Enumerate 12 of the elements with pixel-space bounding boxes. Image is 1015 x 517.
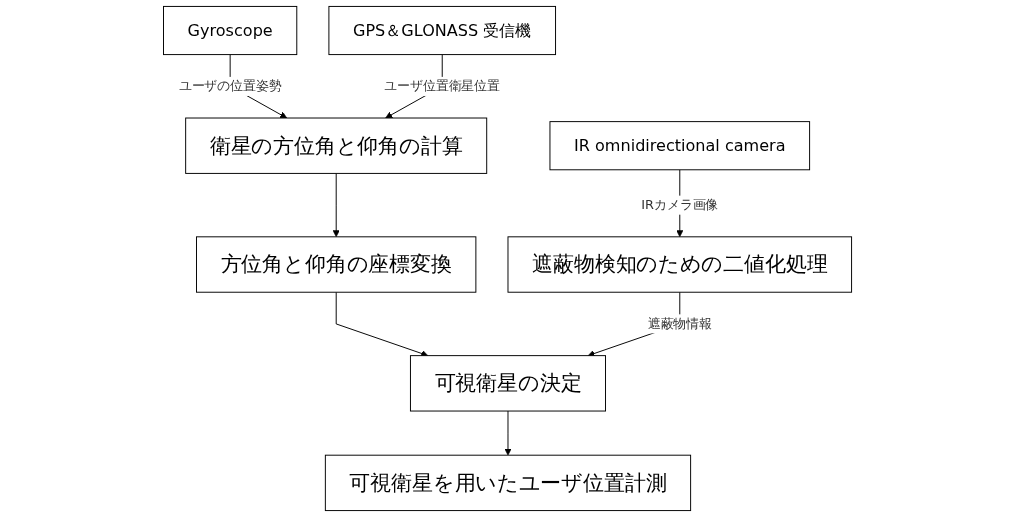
edge-label: 遮蔽物情報 [647, 315, 712, 332]
node-box: Gyroscope [163, 5, 298, 56]
node-box: 遮蔽物検知のための二値化処理 [507, 236, 852, 293]
node-box: 方位角と仰角の座標変換 [195, 236, 477, 293]
node-box: 可視衛星の決定 [409, 355, 606, 412]
edge-label: IRカメラ画像 [641, 197, 719, 213]
edge-label: ユーザの位置姿勢 [178, 78, 282, 94]
node-box: 可視衛星を用いたユーザ位置計測 [324, 454, 692, 512]
node-box: 衛星の方位角と仰角の計算 [185, 117, 488, 174]
edge-label: ユーザ位置衛星位置 [384, 78, 500, 94]
node-box: GPS＆GLONASS 受信機 [328, 5, 556, 56]
node-box: IR omnidirectional camera [549, 121, 811, 171]
